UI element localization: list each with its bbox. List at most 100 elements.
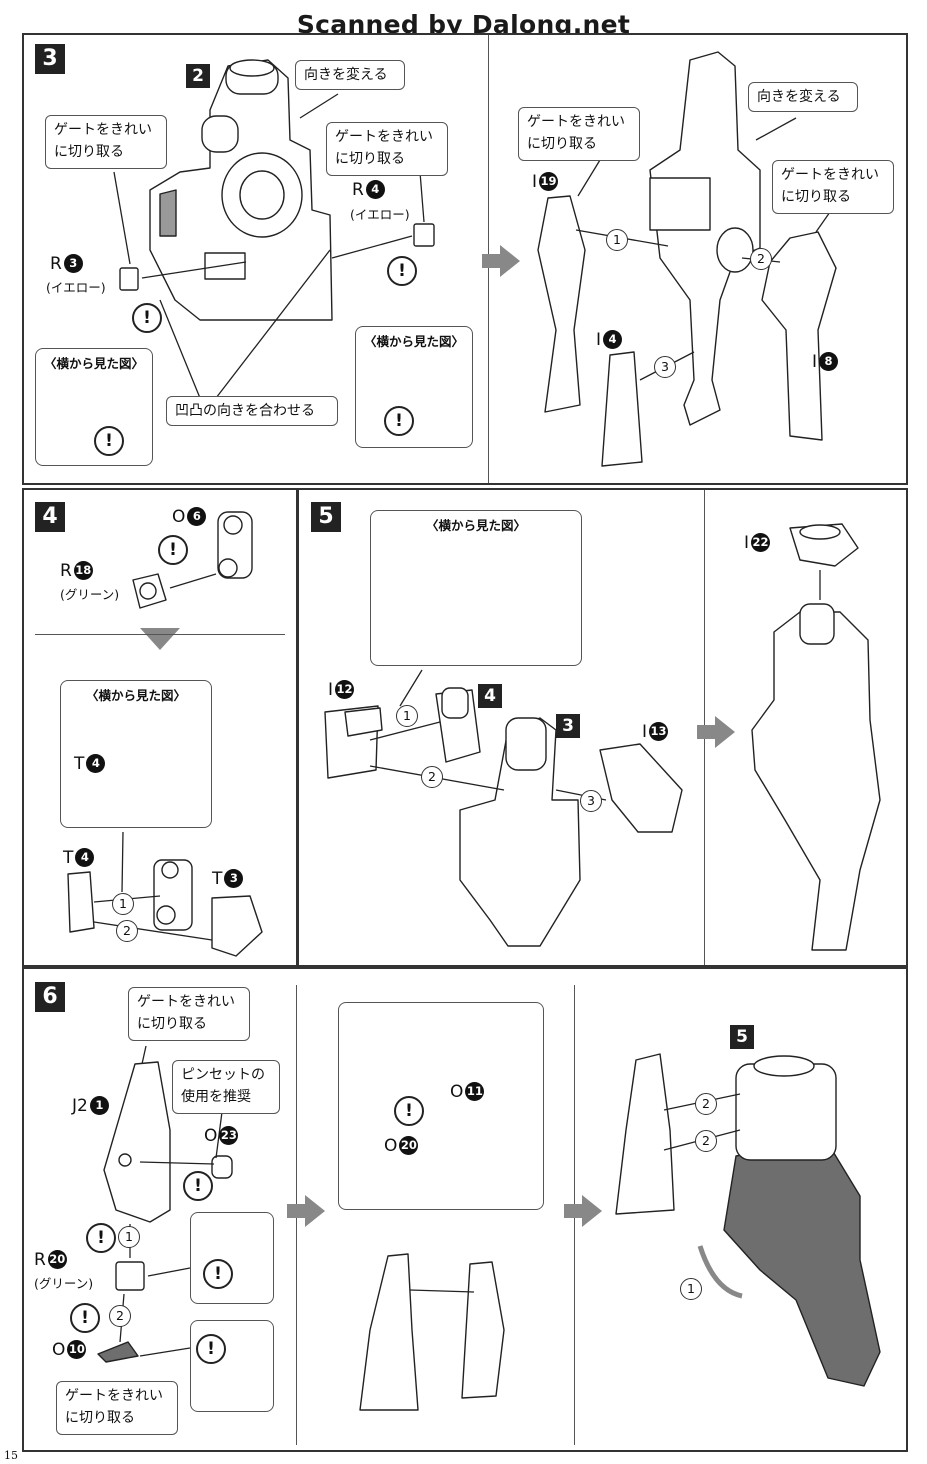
part-letter: R [352,180,364,200]
part-letter: R [50,254,62,274]
callout-clean-gate: ゲートをきれい に切り取る [128,987,250,1041]
sequence-number: 1 [118,1226,140,1248]
callout-clean-gate: ゲートをきれい に切り取る [772,160,894,214]
part-letter: O [52,1340,66,1360]
part-number: 23 [219,1126,239,1145]
side-view-title: 〈横から見た図〉 [363,334,464,349]
part-letter: I [812,352,818,372]
part-number: 6 [187,507,207,526]
color-note: (イエロー) [46,280,106,295]
part-number: 4 [86,754,106,773]
page-number: 15 [4,1449,18,1462]
part-number: 10 [67,1340,87,1359]
detail-box [190,1212,274,1304]
sequence-number: 3 [654,356,676,378]
warning-icon: ! [196,1334,226,1364]
part-letter: I [532,172,538,192]
side-view-box: 〈横から見た図〉 [60,680,212,828]
part-i4-piece [601,351,643,467]
side-view-box: 〈横から見た図〉 [355,326,473,448]
arm-main-part [649,51,761,426]
part-number: 3 [63,254,83,273]
arm-assembled-part [751,611,881,951]
part-r4-piece [413,223,435,247]
sequence-number: 2 [695,1130,717,1152]
part-letter: I [328,680,334,700]
part-letter: T [212,869,223,889]
side-view-title: 〈横から見た図〉 [85,688,186,703]
next-step-arrow-icon [287,1195,325,1227]
side-view-box: 〈横から見た図〉 [35,348,153,466]
next-step-arrow-icon [482,245,520,277]
part-letter: T [63,848,74,868]
part-r20-piece [115,1261,145,1291]
part-letter: J2 [72,1096,88,1116]
part-number: 11 [465,1082,485,1101]
arm-final-part [723,1139,881,1387]
warning-icon: ! [183,1171,213,1201]
side-view-title: 〈横から見た図〉 [43,356,144,371]
callout-clean-gate: ゲートをきれい に切り取る [518,107,640,161]
warning-icon: ! [384,406,414,436]
warning-icon: ! [94,426,124,456]
warning-icon: ! [394,1096,424,1126]
part-letter: O [450,1082,464,1102]
sequence-number: 2 [750,248,772,270]
side-view-box: 〈横から見た図〉 [370,510,582,666]
part-letter: O [172,507,186,527]
next-step-arrow-icon [697,716,735,748]
part-letter: T [74,754,85,774]
color-note: (グリーン) [60,587,120,602]
warning-icon: ! [132,303,162,333]
sequence-number: 2 [421,766,443,788]
sub-assembly-number: 3 [556,714,580,738]
step-4-separator [35,634,285,635]
sequence-number: 3 [580,790,602,812]
sequence-number: 1 [680,1278,702,1300]
sequence-number: 2 [695,1093,717,1115]
callout-tweezers: ピンセットの 使用を推奨 [172,1060,280,1114]
warning-icon: ! [70,1303,100,1333]
detail-box [338,1002,544,1210]
callout-change-direction: 向きを変える [295,60,405,90]
callout-clean-gate: ゲートをきれい に切り取る [45,115,167,169]
side-view-title: 〈横から見た図〉 [425,518,526,533]
sub-assembly-number: 4 [478,684,502,708]
part-letter: R [60,561,72,581]
part-number: 20 [399,1136,419,1155]
part-number: 22 [751,533,771,552]
detail-box [190,1320,274,1412]
part-number: 3 [224,869,244,888]
part-letter: I [596,330,602,350]
part-number: 12 [335,680,355,699]
part-o10-piece [97,1341,139,1363]
part-number: 20 [47,1250,67,1269]
part-letter: I [642,722,648,742]
part-number: 4 [603,330,623,349]
sequence-number: 2 [109,1305,131,1327]
part-t4-piece [67,871,95,933]
down-arrow-icon [140,628,180,650]
part-i13-piece [599,743,683,833]
step-number: 5 [311,502,341,532]
part-number: 1 [89,1096,109,1115]
step-number: 6 [35,982,65,1012]
part-o23-piece [211,1155,233,1179]
part-j2-1-piece [103,1061,171,1223]
part-letter: R [34,1250,46,1270]
callout-clean-gate: ゲートをきれい に切り取る [326,122,448,176]
warning-icon: ! [158,535,188,565]
callout-align-recess: 凹凸の向きを合わせる [166,396,338,426]
